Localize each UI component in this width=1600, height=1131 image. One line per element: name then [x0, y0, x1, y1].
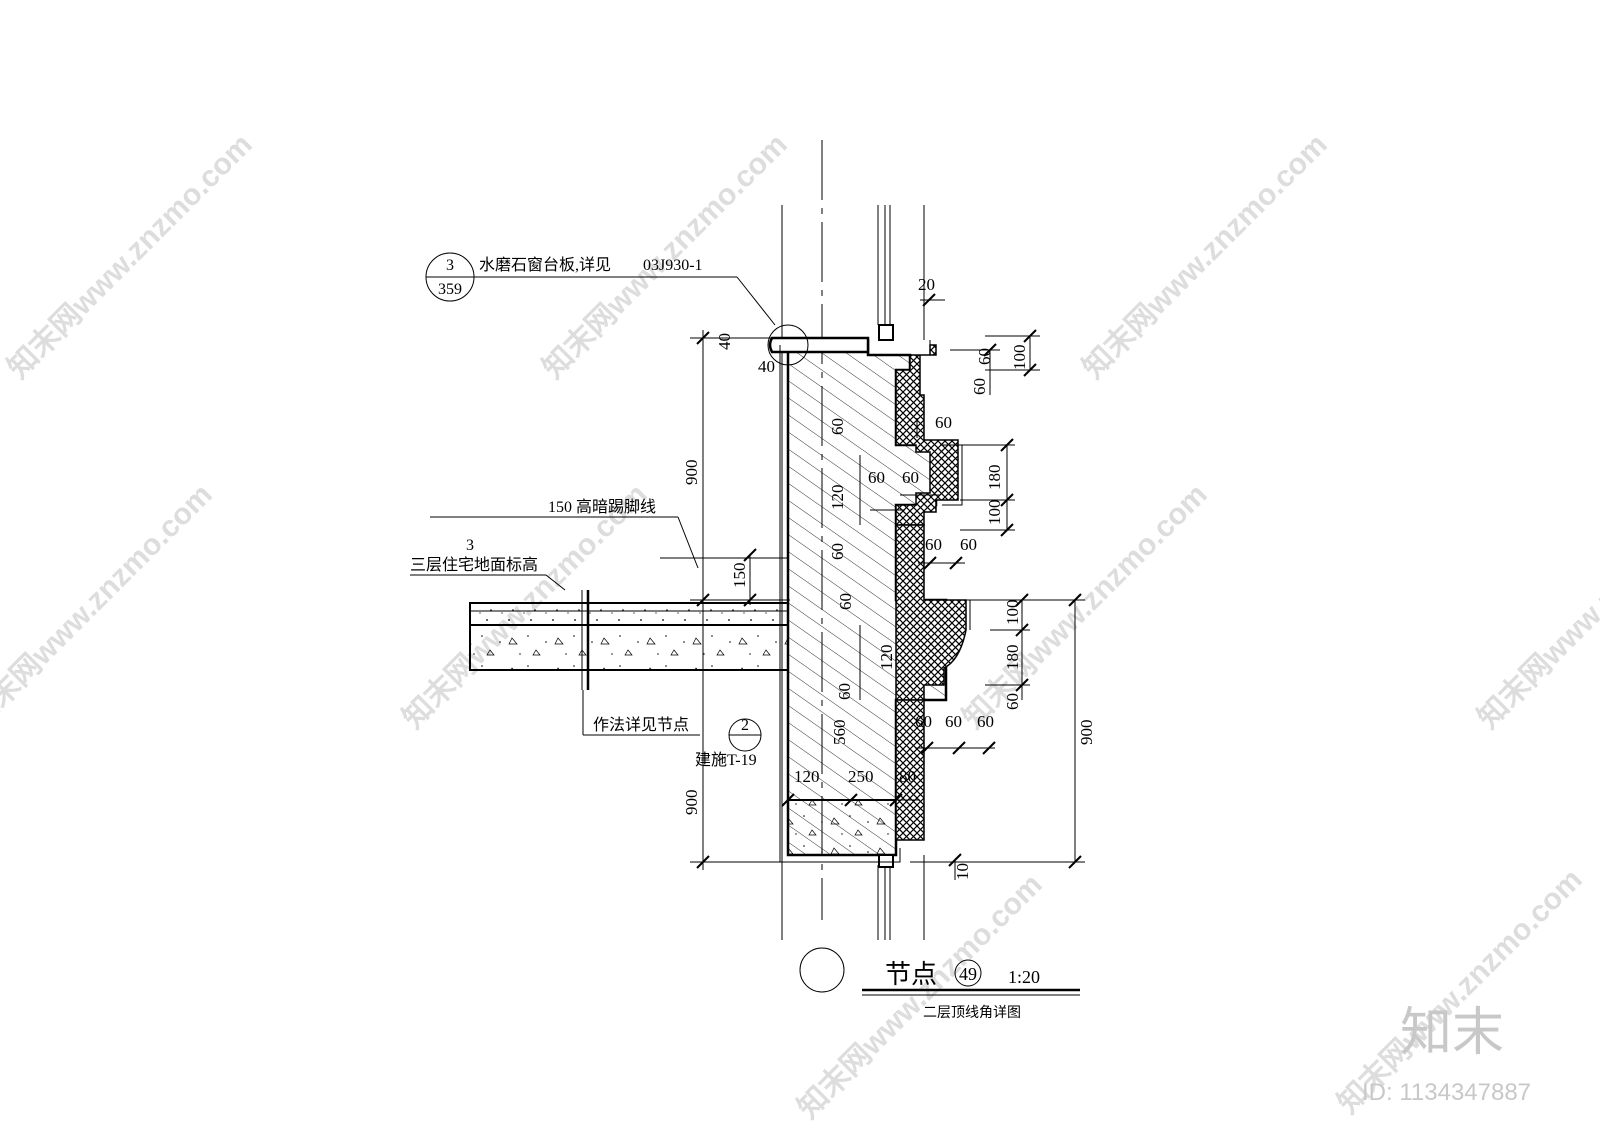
watermark-text: 知末网www.znzmo.com — [792, 868, 1049, 1125]
floor-level-number: 3 — [466, 537, 474, 554]
dimension-ticks — [696, 293, 1082, 869]
dim-10: 10 — [953, 863, 972, 880]
watermark-text: 知末网www.znzmo.com — [1472, 478, 1600, 735]
dim-150: 150 — [730, 563, 749, 589]
dim-100: 100 — [1010, 345, 1029, 371]
dim-60: 60 — [868, 468, 885, 487]
dim-40-vertical: 40 — [715, 333, 734, 350]
dim-60: 60 — [902, 468, 919, 487]
dim-60: 60 — [975, 348, 994, 365]
dim-180: 180 — [1003, 645, 1022, 671]
dim-120: 120 — [794, 767, 820, 786]
dim-60: 60 — [945, 712, 962, 731]
floor-level-note: 三层住宅地面标高 — [410, 556, 538, 574]
sill-ref-sheet: 359 — [438, 281, 462, 298]
dim-60: 60 — [1003, 693, 1022, 710]
dim-60: 60 — [977, 712, 994, 731]
dim-20: 20 — [918, 275, 935, 294]
dim-180: 180 — [985, 465, 1004, 491]
brand-logo: 知末 — [1400, 1004, 1504, 1062]
dim-900-left-top: 900 — [682, 460, 701, 486]
dim-60: 60 — [915, 712, 932, 731]
watermark-text: 知末网www.znzmo.com — [2, 128, 259, 385]
sill-ref-number: 3 — [446, 257, 454, 274]
floor-slab — [469, 590, 789, 690]
dim-900-right: 900 — [1077, 720, 1096, 746]
leader-lines — [410, 276, 788, 736]
dim-560: 560 — [830, 720, 849, 746]
dim-60: 60 — [925, 535, 942, 554]
image-id: ID: 1134347887 — [1362, 1079, 1531, 1106]
dim-60: 60 — [835, 683, 854, 700]
title-block: 节点 49 1:20 二层顶线角详图 — [799, 947, 1080, 1021]
method-reference: 2 建施T-19 — [695, 717, 762, 769]
dim-100: 100 — [985, 500, 1004, 526]
sill-reference: 3 359 水磨石窗台板,详见 03J930-1 — [425, 252, 703, 302]
method-ref-sheet: 建施T-19 — [695, 751, 757, 769]
watermark-text: 知末网www.znzmo.com — [1077, 128, 1334, 385]
dim-60: 60 — [935, 413, 952, 432]
dim-60: 60 — [970, 378, 989, 395]
dim-60: 60 — [828, 418, 847, 435]
dim-80: 80 — [899, 767, 916, 786]
node-number: 49 — [959, 964, 977, 984]
dimension-texts: 20 40 40 60 100 60 60 180 100 60 60 100 … — [682, 275, 1096, 880]
skirting-note: 150 高暗踢脚线 — [548, 498, 656, 516]
sill-code: 03J930-1 — [643, 257, 703, 274]
dim-60: 60 — [836, 593, 855, 610]
method-note: 作法详见节点 — [593, 716, 689, 734]
dimension-lines — [690, 299, 1085, 880]
dim-120: 120 — [877, 645, 896, 671]
node-title: 节点 — [885, 960, 937, 989]
drawing-subtitle: 二层顶线角详图 — [923, 1005, 1021, 1021]
watermark-text: 知末网www.znzmo.com — [0, 478, 219, 735]
cornice-profile — [895, 344, 967, 841]
axis-bubble — [799, 947, 845, 993]
dim-900-left-bottom: 900 — [682, 790, 701, 816]
dim-250: 250 — [848, 767, 874, 786]
method-ref-number: 2 — [741, 717, 749, 734]
dim-100: 100 — [1003, 600, 1022, 626]
scale-text: 1:20 — [1008, 967, 1040, 987]
dim-60: 60 — [828, 543, 847, 560]
dim-40-horizontal: 40 — [758, 357, 775, 376]
sill-note: 水磨石窗台板,详见 — [479, 256, 611, 274]
axis-lines — [781, 140, 925, 940]
dim-120: 120 — [828, 485, 847, 511]
dim-60: 60 — [960, 535, 977, 554]
detail-callout-circle — [767, 324, 809, 366]
brand-corner: 知末 ID: 1134347887 — [1362, 1004, 1531, 1106]
